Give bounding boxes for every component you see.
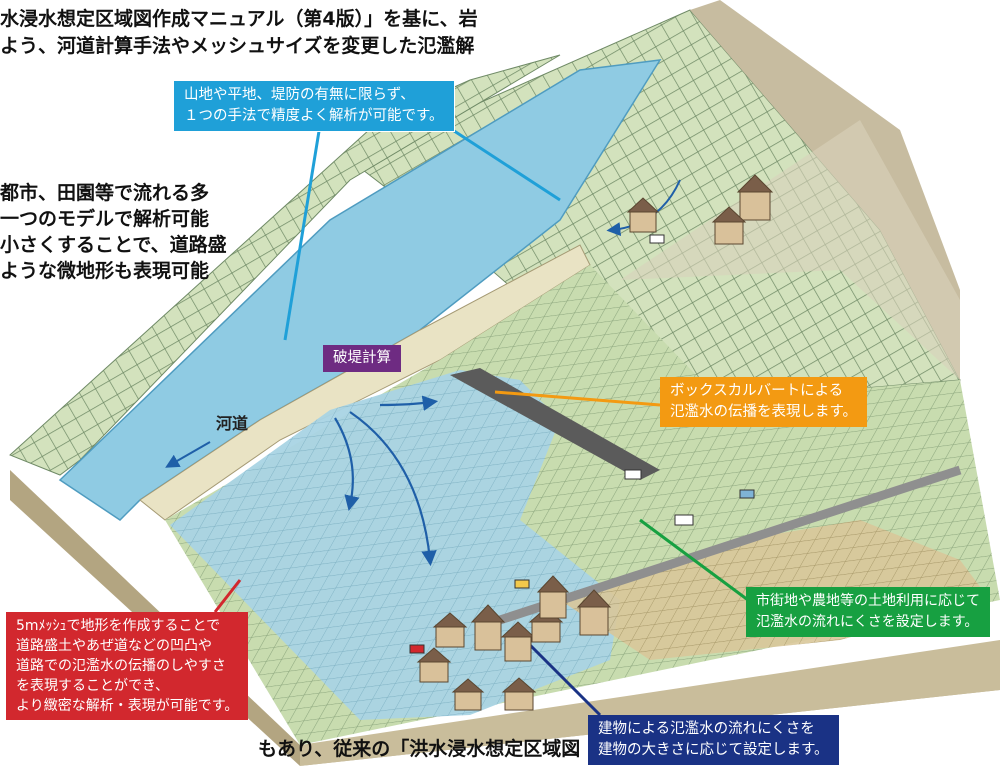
side-line-1: 都市、田園等で流れる多 bbox=[0, 182, 210, 204]
callout-terrain-line-2: １つの手法で精度よく解析が可能です。 bbox=[184, 108, 444, 124]
breach-arrow-3 bbox=[379, 395, 439, 411]
callout-culvert-line-1: ボックスカルバートによる bbox=[670, 383, 844, 399]
callout-mesh: 5mﾒｯｼｭで地形を作成することで 道路盛土やあぜ道などの凹凸や 道路での氾濫水… bbox=[6, 612, 249, 720]
callout-terrain: 山地や平地、堤防の有無に限らず、 １つの手法で精度よく解析が可能です。 bbox=[173, 80, 455, 132]
side-line-3: 小さくすることで、道路盛 bbox=[0, 234, 227, 256]
callout-land-use-line-1: 市街地や農地等の土地利用に応じて bbox=[756, 593, 980, 609]
leader-mesh bbox=[213, 579, 242, 613]
callout-mesh-line-2: 道路盛土やあぜ道などの凹凸や bbox=[16, 638, 212, 654]
callout-culvert-line-2: 氾濫水の伝播を表現します。 bbox=[670, 404, 858, 420]
leader-terrain-2 bbox=[444, 123, 561, 202]
callout-land-use: 市街地や農地等の土地利用に応じて 氾濫水の流れにくさを設定します。 bbox=[746, 587, 990, 637]
callout-mesh-line-4: を表現することができ、 bbox=[16, 678, 170, 694]
mountain-right-face bbox=[690, 0, 960, 380]
callout-breach: 破堤計算 bbox=[323, 345, 401, 372]
callout-box-culvert: ボックスカルバートによる 氾濫水の伝播を表現します。 bbox=[660, 377, 868, 427]
mountain-cliff bbox=[620, 120, 960, 380]
intro-line-2: よう、河道計算手法やメッシュサイズを変更した氾濫解 bbox=[0, 35, 475, 57]
river-channel bbox=[58, 59, 662, 521]
road bbox=[498, 465, 962, 625]
intro-text: 水浸水想定区域図作成マニュアル（第4版）」を基に、岩 よう、河道計算手法やメッシ… bbox=[0, 6, 478, 60]
callout-land-use-line-2: 氾濫水の流れにくさを設定します。 bbox=[756, 614, 979, 630]
bottom-text: もあり、従来の「洪水浸水想定区域図 bbox=[258, 738, 581, 760]
box-culvert bbox=[450, 368, 660, 480]
side-line-4: ような微地形も表現可能 bbox=[0, 260, 210, 282]
callout-buildings-line-1: 建物による氾濫水の流れにくさを bbox=[598, 721, 815, 737]
side-line-2: 一つのモデルで解析可能 bbox=[0, 208, 210, 230]
side-text: 都市、田園等で流れる多 一つのモデルで解析可能 小さくすることで、道路盛 ような… bbox=[0, 180, 227, 284]
leader-terrain bbox=[283, 124, 322, 341]
house-cluster bbox=[416, 174, 774, 711]
river-label: 河道 bbox=[216, 414, 249, 433]
leader-culvert bbox=[494, 390, 661, 407]
callout-mesh-line-1: 5mﾒｯｼｭで地形を作成することで bbox=[16, 618, 221, 634]
intro-line-1: 水浸水想定区域図作成マニュアル（第4版）」を基に、岩 bbox=[0, 8, 478, 30]
callout-mesh-line-5: より緻密な解析・表現が可能です。 bbox=[16, 698, 239, 714]
leader-land-use bbox=[639, 518, 749, 602]
breach-arrow-1 bbox=[334, 417, 360, 512]
callout-buildings: 建物による氾濫水の流れにくさを 建物の大きさに応じて設定します。 bbox=[588, 715, 839, 765]
terrain-front-bottom bbox=[300, 640, 1000, 766]
breach-arrow-2 bbox=[349, 411, 437, 567]
callout-terrain-line-1: 山地や平地、堤防の有無に限らず、 bbox=[184, 87, 415, 103]
leader-buildings bbox=[523, 638, 602, 717]
vehicles bbox=[409, 234, 755, 654]
callout-mesh-line-3: 道路での氾濫水の伝播のしやすさ bbox=[16, 658, 226, 674]
river-flow-arrow bbox=[165, 441, 211, 468]
callout-buildings-line-2: 建物の大きさに応じて設定します。 bbox=[598, 742, 829, 758]
